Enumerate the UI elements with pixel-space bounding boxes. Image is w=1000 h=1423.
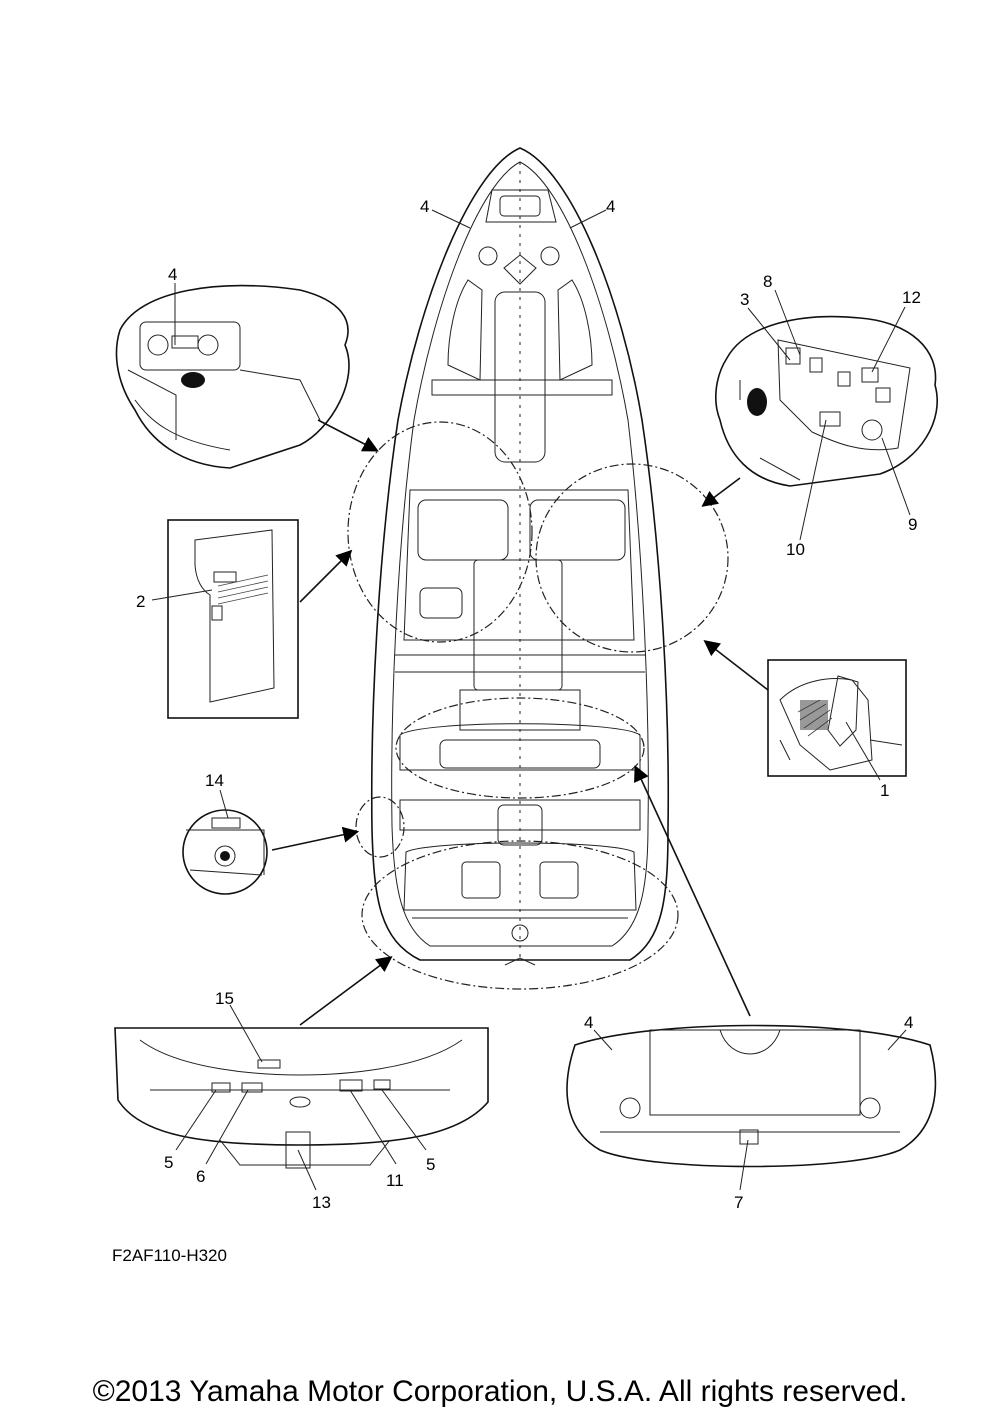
boat-hull-top-view — [370, 147, 670, 966]
detail-ring-helm — [535, 463, 729, 653]
callout-6: 6 — [196, 1167, 205, 1186]
detail-ring-port-console — [347, 421, 533, 643]
detail-engine-switch — [767, 659, 907, 777]
callout-8: 8 — [763, 272, 772, 291]
detail-helm-switches — [715, 315, 938, 487]
callout-4-bow-right: 4 — [606, 197, 615, 216]
callout-12: 12 — [902, 288, 921, 307]
callout-10: 10 — [786, 540, 805, 559]
callout-1: 1 — [880, 781, 889, 800]
copyright-notice: ©2013 Yamaha Motor Corporation, U.S.A. A… — [92, 1375, 908, 1408]
callout-14: 14 — [205, 771, 224, 790]
detail-console-gauges — [115, 284, 350, 469]
callout-9: 9 — [908, 515, 917, 534]
leader-arrows — [271, 419, 769, 1026]
detail-fuel-cap — [182, 809, 268, 895]
callout-2: 2 — [136, 592, 145, 611]
callout-7: 7 — [734, 1193, 743, 1212]
detail-ring-side — [355, 796, 405, 858]
detail-ring-transom — [361, 840, 679, 990]
callout-leaders — [151, 209, 911, 1191]
callout-4-rear-left: 4 — [584, 1013, 593, 1032]
callout-15: 15 — [215, 989, 234, 1008]
detail-ring-stern-seat — [395, 697, 645, 799]
callout-13: 13 — [312, 1193, 331, 1212]
detail-side-panel — [167, 519, 299, 719]
callout-4-rear-right: 4 — [904, 1013, 913, 1032]
callout-4-console: 4 — [168, 265, 177, 284]
detail-transom-labels — [114, 1027, 489, 1169]
detail-rear-deck — [566, 1024, 937, 1168]
diagram-code: F2AF110-H320 — [112, 1246, 227, 1265]
callout-4-bow-left: 4 — [420, 197, 429, 216]
callout-5-right: 5 — [426, 1155, 435, 1174]
callout-3: 3 — [740, 290, 749, 309]
callout-5-left: 5 — [164, 1153, 173, 1172]
callout-11: 11 — [386, 1171, 404, 1190]
